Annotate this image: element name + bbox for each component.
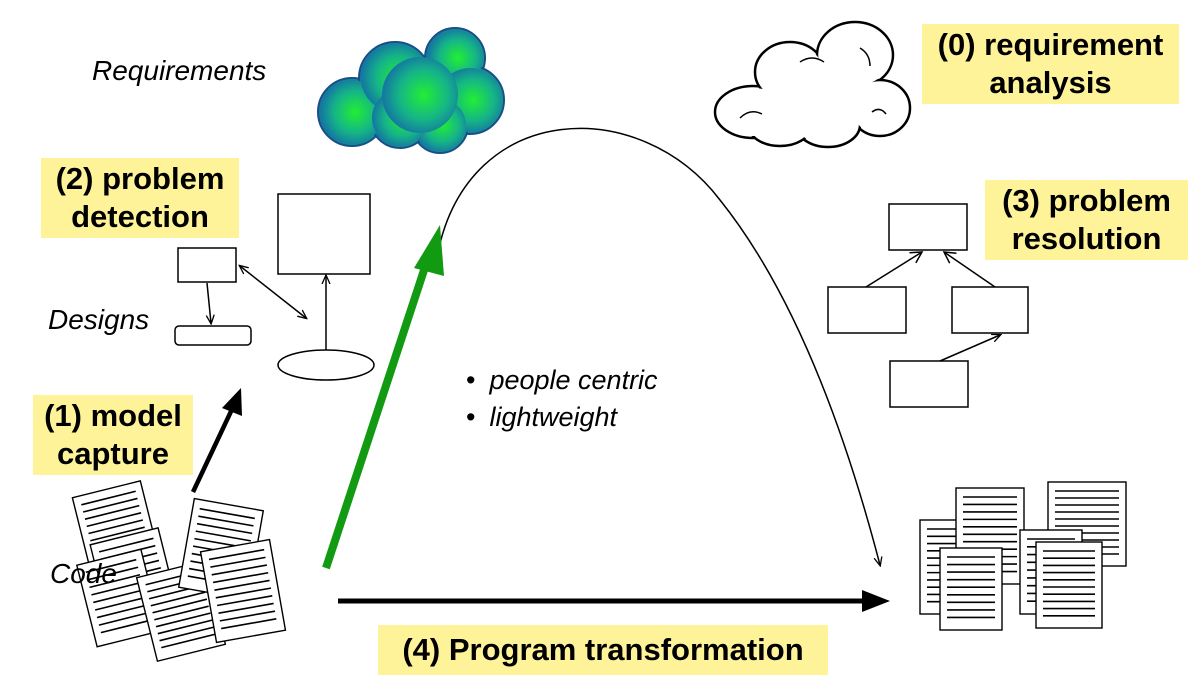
document-page <box>939 547 1003 631</box>
outline-cloud-icon <box>713 20 912 149</box>
design-diagram-left <box>174 193 375 381</box>
step-3-problem-resolution: (3) problem resolution <box>985 180 1188 260</box>
step-1-line-2: capture <box>57 436 169 471</box>
step-2-line-2: detection <box>71 199 209 234</box>
colored-cloud-icon <box>317 27 505 154</box>
bullet-text-2: lightweight <box>489 402 618 432</box>
model-capture-arrow <box>190 388 242 493</box>
transformation-arrow <box>338 590 890 612</box>
step-3-line-1: (3) problem <box>1002 183 1171 218</box>
step-4-program-transformation: (4) Program transformation <box>378 625 828 675</box>
document-page <box>199 538 287 644</box>
document-page <box>1035 541 1103 629</box>
step-0-requirement-analysis: (0) requirement analysis <box>922 24 1179 104</box>
code-label: Code <box>50 558 117 589</box>
document-stack-icon-right <box>919 481 1127 631</box>
step-1-model-capture: (1) model capture <box>33 395 193 475</box>
step-3-line-2: resolution <box>1011 221 1162 256</box>
uml-class-icon <box>277 193 371 275</box>
document-stack-icon <box>71 479 287 663</box>
design-diagram-right <box>827 203 1029 408</box>
bullet-dot: • <box>466 365 476 395</box>
bullet-item-2: • lightweight <box>466 402 617 433</box>
step-0-line-2: analysis <box>989 65 1112 100</box>
step-2-problem-detection: (2) problem detection <box>41 158 239 238</box>
step-1-line-1: (1) model <box>44 398 182 433</box>
designs-label: Designs <box>48 304 150 335</box>
step-2-line-1: (2) problem <box>55 161 225 196</box>
bullet-text-1: people centric <box>489 365 658 395</box>
bullet-item-1: • people centric <box>466 365 658 396</box>
step-4-label: (4) Program transformation <box>402 632 804 667</box>
horseshoe-curve <box>437 127 880 565</box>
document-page <box>75 548 163 648</box>
step-0-line-1: (0) requirement <box>937 27 1164 62</box>
requirements-label: Requirements <box>92 55 267 86</box>
green-arrow <box>322 225 444 570</box>
bullet-dot: • <box>466 402 476 432</box>
